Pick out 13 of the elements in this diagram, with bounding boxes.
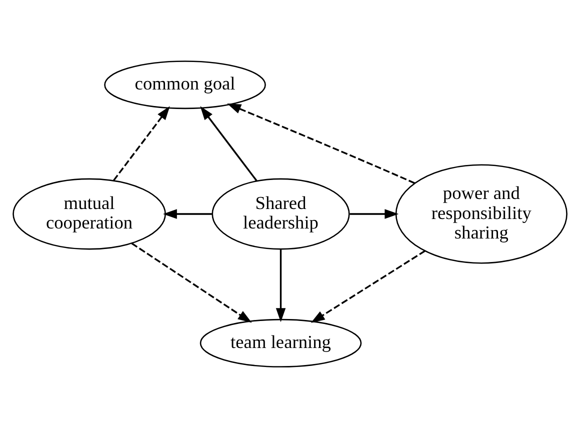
arrow	[276, 250, 286, 322]
arrow	[163, 209, 212, 219]
node-ellipse: power and responsibility sharing	[395, 164, 568, 264]
node-ellipse: Shared leadership	[212, 178, 350, 250]
node-ellipse: mutual cooperation	[12, 178, 166, 250]
arrow	[227, 104, 416, 184]
arrow	[350, 209, 399, 219]
node-ellipse: team learning	[200, 318, 362, 368]
arrow	[131, 242, 252, 323]
arrow	[310, 250, 426, 323]
arrow	[200, 106, 258, 182]
arrow	[112, 106, 170, 181]
node-ellipse: common goal	[104, 60, 266, 110]
